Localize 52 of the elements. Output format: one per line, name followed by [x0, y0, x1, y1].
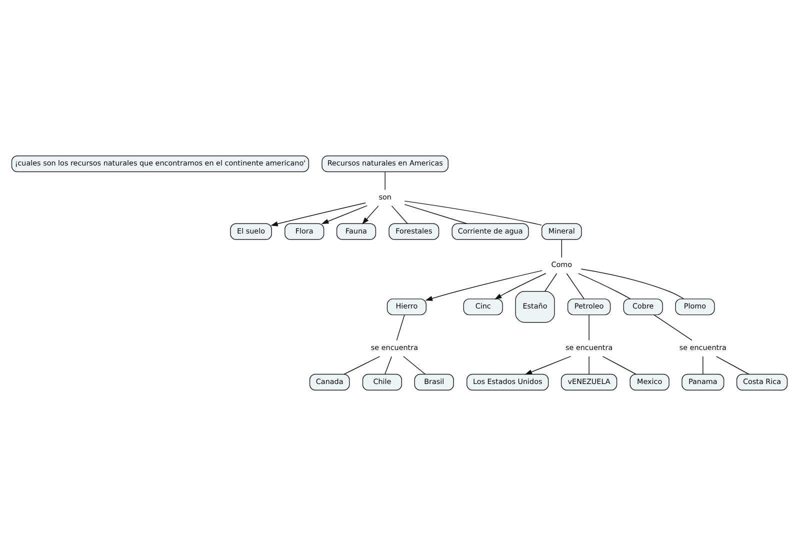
connector: [716, 356, 750, 374]
node-box: Hierro: [386, 298, 427, 315]
node-box: Costa Rica: [736, 373, 788, 390]
connector: [384, 171, 386, 190]
node-box: El suelo: [230, 222, 272, 240]
connector: [578, 272, 631, 299]
node-box: Estaño: [515, 290, 555, 322]
node-box: Forestales: [388, 222, 440, 240]
node-text: son: [378, 192, 392, 201]
node-box: Plomo: [675, 298, 715, 315]
node-box: Petroleo: [567, 298, 611, 315]
connector: [566, 272, 584, 299]
connector: [580, 268, 684, 299]
node-box: ¡cuales son los recursos naturales que encontramos en el continente americano': [11, 155, 310, 172]
arrow: [321, 204, 368, 224]
connector: [561, 238, 562, 258]
node-box: Mineral: [541, 222, 582, 240]
connector: [404, 204, 468, 224]
connector: [396, 314, 405, 340]
node-text: se encuentra: [370, 342, 418, 352]
node-box: vENEZUELA: [560, 373, 618, 390]
connector: [588, 314, 590, 340]
node-box: Panama: [682, 373, 724, 390]
node-text: se encuentra: [566, 342, 613, 352]
arrow: [524, 355, 572, 374]
node-box: Los Estados Unidos: [466, 373, 549, 390]
node-box: Canada: [309, 373, 350, 390]
connector: [391, 205, 408, 224]
connector: [544, 272, 558, 292]
connector: [602, 356, 636, 374]
node-box: Chile: [362, 373, 402, 390]
node-box: Fauna: [336, 222, 376, 240]
connector: [404, 200, 542, 226]
node-text: se encuentra: [679, 342, 726, 352]
connector: [344, 356, 380, 374]
arrow: [270, 202, 366, 226]
node-box: Corriente de agua: [452, 222, 529, 240]
node-box: Mexico: [630, 373, 670, 390]
connector: [403, 356, 426, 374]
node-box: Cinc: [463, 298, 503, 315]
connector: [588, 356, 590, 374]
connector: [654, 314, 692, 340]
node-box: Brasil: [414, 373, 454, 390]
arrow: [362, 205, 379, 224]
connector: [384, 356, 392, 374]
arrow: [425, 270, 542, 300]
connector: [702, 356, 704, 374]
node-box: Recursos naturales en Americas: [322, 155, 448, 172]
arrow: [494, 272, 546, 299]
node-box: Flora: [284, 222, 324, 240]
node-text: Como: [551, 260, 572, 269]
node-box: Cobre: [623, 298, 663, 315]
